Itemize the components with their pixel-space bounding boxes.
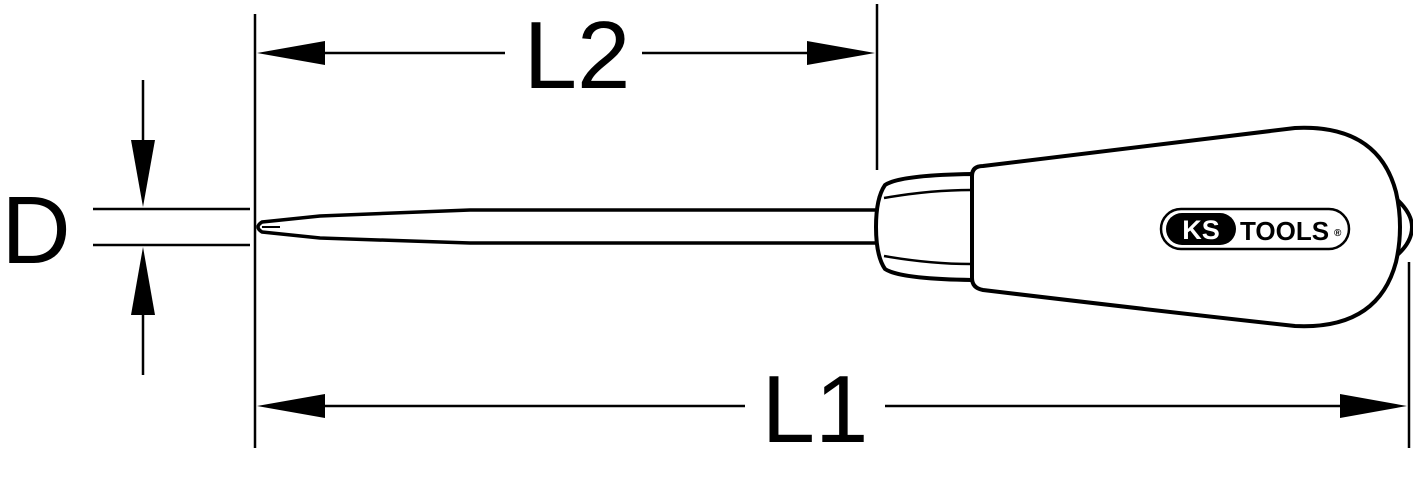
- handle-collar: [874, 172, 974, 282]
- dimension-label-l1: L1: [762, 356, 869, 463]
- dimension-l1: L1: [257, 356, 1407, 463]
- arrowhead-l1-right: [1340, 394, 1407, 418]
- logo-ks-text: KS: [1182, 215, 1220, 245]
- logo-tools-text: TOOLS: [1240, 216, 1329, 246]
- blade-outline: [256, 208, 881, 245]
- logo-ks-background: [1166, 213, 1236, 245]
- extension-lines: [93, 4, 1411, 448]
- dimension-label-l2: L2: [524, 2, 631, 109]
- arrowhead-d-bottom: [131, 247, 155, 315]
- dimension-d: D: [1, 80, 155, 375]
- dimension-l2: L2: [257, 2, 875, 109]
- handle-collar-ridge: [883, 188, 972, 266]
- arrowhead-d-top: [131, 140, 155, 207]
- logo-registered-mark: ®: [1334, 228, 1342, 239]
- arrowhead-l1-left: [257, 394, 325, 418]
- arrowhead-l2-left: [257, 41, 325, 65]
- ks-tools-logo: KS TOOLS ®: [1159, 207, 1351, 251]
- dimension-label-d: D: [1, 177, 70, 284]
- awl-blade: [256, 208, 881, 245]
- arrowhead-l2-right: [807, 41, 875, 65]
